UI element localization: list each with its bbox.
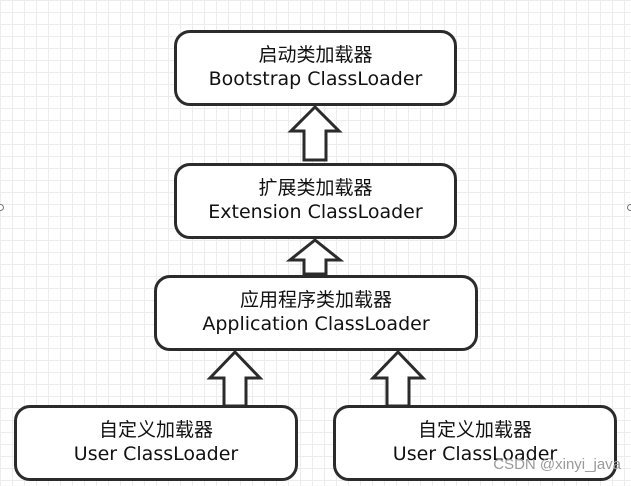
connection-point-left <box>0 204 4 211</box>
node-label-en: Extension ClassLoader <box>208 201 423 223</box>
arrow-application-to-extension <box>285 238 345 276</box>
node-label-cn: 应用程序类加载器 <box>239 289 392 312</box>
node-application-classloader: 应用程序类加载器 Application ClassLoader <box>154 275 478 351</box>
watermark: CSDN @xinyi_java <box>493 456 621 473</box>
node-label-cn: 自定义加载器 <box>98 419 213 442</box>
node-label-cn: 自定义加载器 <box>417 419 532 442</box>
arrow-extension-to-bootstrap <box>287 104 343 162</box>
node-user-classloader-left: 自定义加载器 User ClassLoader <box>14 405 298 481</box>
node-bootstrap-classloader: 启动类加载器 Bootstrap ClassLoader <box>174 30 457 106</box>
node-label-en: Bootstrap ClassLoader <box>208 68 423 90</box>
arrow-user1-to-application <box>206 349 264 408</box>
node-label-en: User ClassLoader <box>73 443 239 465</box>
node-label-en: Application ClassLoader <box>202 313 430 335</box>
node-label-cn: 启动类加载器 <box>258 44 373 67</box>
node-label-cn: 扩展类加载器 <box>258 177 373 200</box>
arrow-user2-to-application <box>369 349 427 408</box>
node-user-classloader-right: 自定义加载器 User ClassLoader <box>333 405 617 481</box>
node-label-en: User ClassLoader <box>392 443 558 465</box>
connection-point-right <box>627 204 631 211</box>
node-extension-classloader: 扩展类加载器 Extension ClassLoader <box>174 163 457 239</box>
